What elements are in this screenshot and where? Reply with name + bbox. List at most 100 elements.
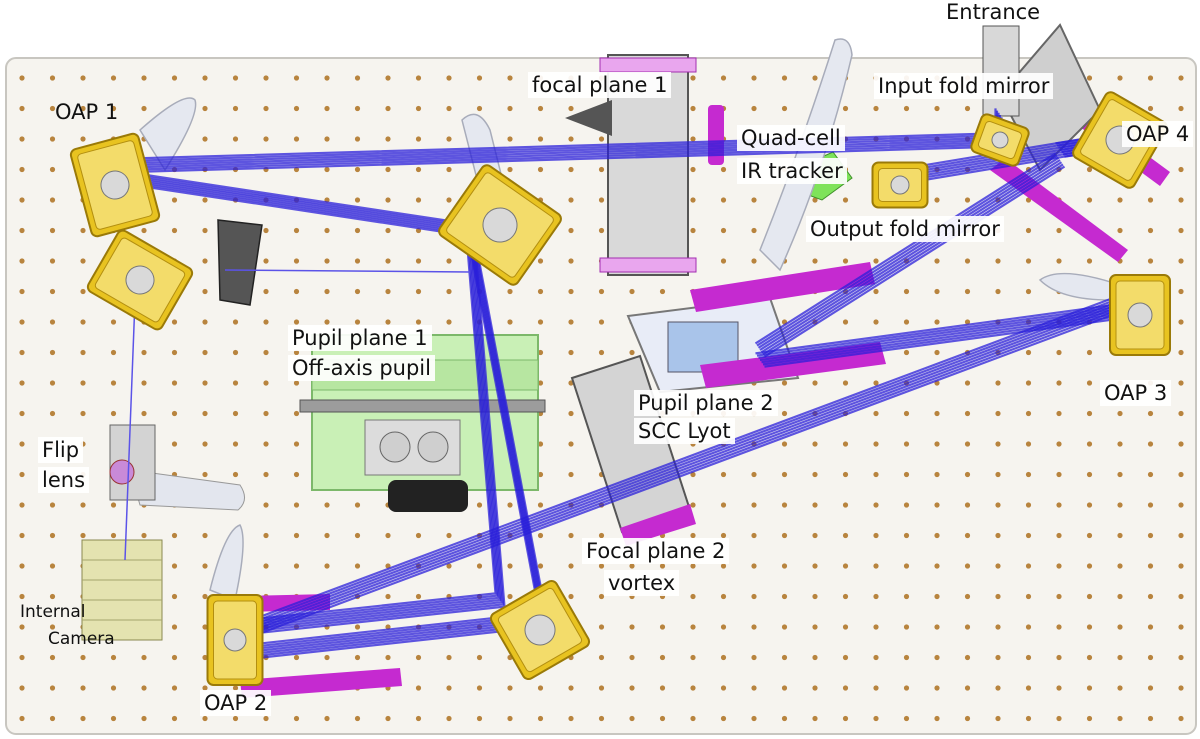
mounting-hole — [873, 410, 879, 417]
mounting-hole — [903, 471, 910, 478]
mounting-hole — [873, 685, 879, 691]
mounting-hole — [598, 685, 605, 691]
mounting-hole — [202, 532, 208, 539]
mounting-hole — [568, 593, 574, 600]
mounting-hole — [293, 227, 300, 234]
mounting-hole — [446, 685, 452, 691]
mounting-hole — [507, 563, 513, 569]
mounting-hole — [568, 685, 574, 691]
mounting-hole — [293, 105, 300, 112]
mounting-hole — [568, 410, 574, 417]
mounting-hole — [49, 105, 56, 112]
mounting-hole — [1178, 532, 1184, 539]
mounting-hole — [1147, 532, 1154, 539]
mounting-hole — [19, 532, 25, 539]
mounting-hole — [1025, 471, 1032, 478]
internal-camera — [81, 539, 163, 641]
mounting-hole — [324, 105, 330, 112]
mounting-hole — [19, 288, 25, 295]
mounting-hole — [110, 380, 117, 386]
mounting-hole — [293, 319, 300, 325]
mounting-hole — [1178, 685, 1184, 691]
mounting-hole — [873, 288, 879, 295]
mounting-hole — [80, 258, 86, 264]
mounting-hole — [19, 349, 25, 356]
mounting-hole — [629, 563, 635, 569]
mounting-hole — [49, 654, 56, 661]
mounting-hole — [141, 410, 147, 417]
pupil-plane-1-label: Pupil plane 1 — [288, 325, 432, 351]
mounting-hole — [720, 532, 727, 539]
mounting-hole — [263, 441, 269, 447]
mounting-hole — [690, 75, 696, 81]
flip-lens-mount — [109, 424, 245, 511]
mounting-hole — [171, 227, 178, 234]
beam-ray — [219, 298, 1131, 642]
gold-mount — [1072, 91, 1168, 189]
beam-ray — [759, 308, 1131, 362]
mounting-hole — [385, 166, 391, 173]
mounting-hole — [1056, 563, 1062, 569]
mounting-hole — [720, 654, 727, 661]
mounting-hole — [1178, 75, 1184, 81]
mounting-hole — [995, 685, 1001, 691]
beam-ray — [760, 161, 1063, 354]
mounting-hole — [354, 532, 361, 539]
mounting-hole — [324, 319, 330, 325]
mounting-hole — [19, 75, 25, 81]
mounting-hole — [171, 349, 178, 356]
beam-ray — [218, 227, 500, 629]
mounting-hole — [1056, 532, 1062, 539]
mounting-hole — [385, 288, 391, 295]
mounting-hole — [781, 502, 788, 508]
mounting-hole — [842, 105, 849, 112]
mounting-hole — [324, 715, 330, 722]
mounting-hole — [385, 75, 391, 81]
mounting-hole — [202, 319, 208, 325]
mounting-hole — [324, 654, 330, 661]
mounting-hole — [873, 563, 879, 569]
mounting-hole — [293, 471, 300, 478]
mounting-hole — [354, 105, 361, 112]
mounting-hole — [507, 502, 513, 508]
mounting-hole — [202, 654, 208, 661]
mounting-hole — [385, 136, 391, 142]
mounting-hole — [415, 532, 422, 539]
mounting-hole — [751, 563, 757, 569]
mounting-hole — [80, 654, 86, 661]
mounting-hole — [202, 471, 208, 478]
mounting-hole — [49, 349, 56, 356]
mounting-hole — [141, 715, 147, 722]
mounting-hole — [49, 532, 56, 539]
mounting-hole — [934, 624, 940, 630]
mounting-hole — [49, 136, 56, 142]
mounting-hole — [1178, 593, 1184, 600]
gold-mount — [69, 132, 161, 238]
mounting-hole — [110, 654, 117, 661]
mounting-hole — [781, 532, 788, 539]
mounting-hole — [263, 380, 269, 386]
mounting-hole — [537, 471, 544, 478]
mounting-hole — [263, 227, 269, 234]
mounting-hole — [202, 288, 208, 295]
mounting-hole — [903, 502, 910, 508]
beam-ray — [762, 163, 1064, 356]
mounting-hole — [385, 715, 391, 722]
mounting-hole — [903, 654, 910, 661]
mounting-hole — [324, 227, 330, 234]
mounting-hole — [80, 136, 86, 142]
mounting-hole — [171, 380, 178, 386]
mounting-hole — [385, 227, 391, 234]
mounting-hole — [49, 593, 56, 600]
mounting-hole — [1056, 502, 1062, 508]
beam-ray — [764, 315, 1135, 368]
mounting-hole — [80, 227, 86, 234]
mounting-hole — [568, 166, 574, 173]
oap-4-label: OAP 4 — [1122, 121, 1194, 147]
mirror-surface — [125, 265, 155, 295]
mounting-hole — [1117, 715, 1123, 722]
mounting-hole — [1178, 258, 1184, 264]
mounting-hole — [49, 227, 56, 234]
mounting-hole — [537, 136, 544, 142]
entrance-aperture — [982, 25, 1020, 117]
